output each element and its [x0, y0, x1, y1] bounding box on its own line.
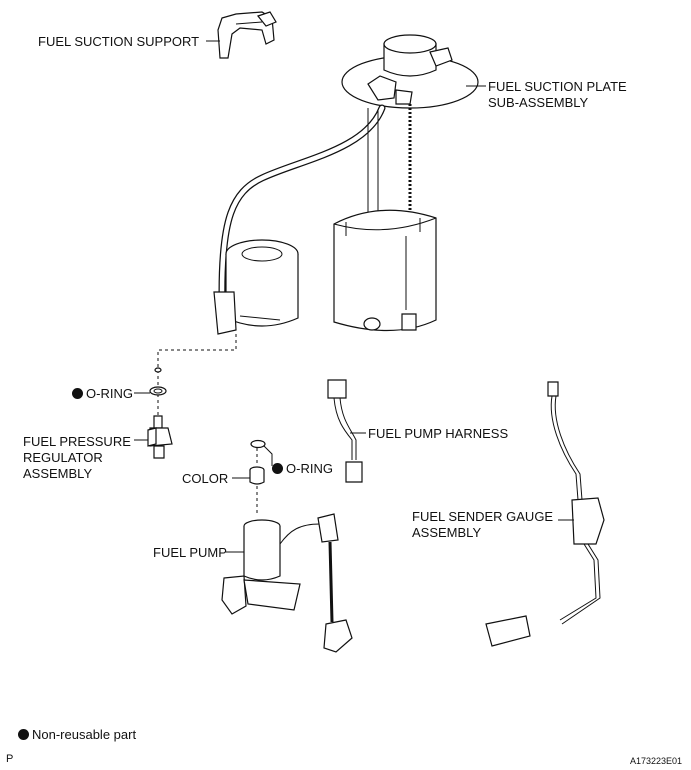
non-reusable-marker-icon	[18, 729, 29, 740]
non-reusable-marker-icon	[72, 388, 83, 399]
fuel-suction-plate-drawing	[341, 34, 479, 109]
label-fuel-suction-plate-line1: FUEL SUCTION PLATE	[488, 79, 627, 94]
non-reusable-marker-icon	[272, 463, 283, 474]
fuel-sender-gauge-drawing	[485, 381, 605, 647]
label-fuel-suction-plate-line2: SUB-ASSEMBLY	[488, 95, 589, 110]
label-fuel-sender-gauge-line1: FUEL SENDER GAUGE	[412, 509, 554, 524]
fuel-pump-drawing	[221, 513, 353, 653]
label-fuel-pump-harness: FUEL PUMP HARNESS	[368, 426, 509, 441]
label-fuel-pressure-regulator-line3: ASSEMBLY	[23, 466, 93, 481]
fuel-pump-harness-drawing	[327, 379, 363, 483]
legend-non-reusable: Non-reusable part	[18, 727, 136, 742]
label-color: COLOR	[182, 471, 229, 486]
dashed-assembly-line-regulator	[157, 334, 237, 416]
label-o-ring-lower-text: O-RING	[286, 461, 333, 476]
figure-id: A173223E01	[630, 756, 683, 766]
label-fuel-pump: FUEL PUMP	[153, 545, 227, 560]
label-fuel-sender-gauge-line2: ASSEMBLY	[412, 525, 482, 540]
label-o-ring-lower: O-RING	[272, 461, 333, 476]
label-fuel-suction-support: FUEL SUCTION SUPPORT	[38, 34, 200, 49]
o-ring-lower-drawing	[250, 439, 266, 449]
o-ring-upper-drawing	[149, 367, 167, 396]
label-fuel-pressure-regulator-line2: REGULATOR	[23, 450, 103, 465]
guide-rods	[367, 108, 379, 214]
color-collar-drawing	[249, 466, 265, 485]
fuel-pressure-regulator-drawing	[147, 415, 173, 459]
label-fuel-pressure-regulator-line1: FUEL PRESSURE	[23, 434, 131, 449]
filter-housing-drawing	[213, 239, 299, 335]
leader-o-ring-lower	[263, 445, 273, 466]
reservoir-cup-drawing	[333, 209, 437, 332]
page-marker: P	[6, 753, 14, 765]
label-o-ring-upper: O-RING	[72, 386, 133, 401]
main-fuel-hose	[218, 104, 386, 296]
label-o-ring-upper-text: O-RING	[86, 386, 133, 401]
legend-text: Non-reusable part	[32, 727, 137, 742]
fuel-suction-support-drawing	[217, 11, 277, 59]
